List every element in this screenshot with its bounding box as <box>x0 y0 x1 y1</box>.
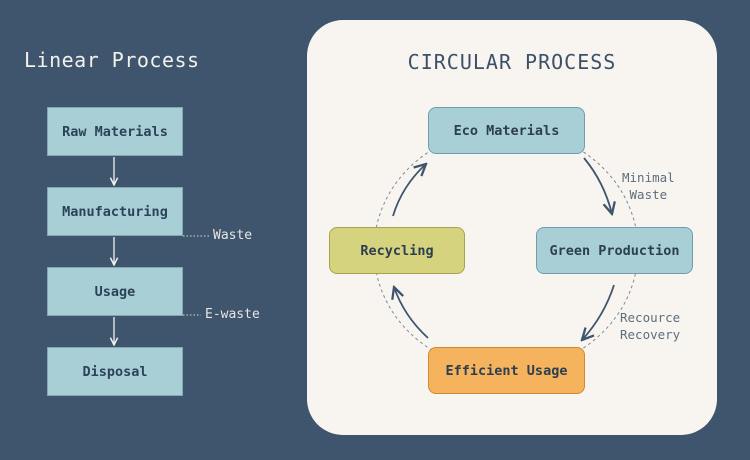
e-waste-label: E-waste <box>205 307 260 322</box>
linear-process-title: Linear Process <box>24 48 200 72</box>
node-recycling: Recycling <box>329 227 465 274</box>
node-green-production: Green Production <box>536 227 693 274</box>
resource-recovery-annotation: Recource Recovery <box>620 309 680 343</box>
step-raw-materials: Raw Materials <box>47 107 183 156</box>
step-disposal: Disposal <box>47 347 183 396</box>
minimal-waste-line-2: Waste <box>629 187 668 202</box>
arrow-green-to-efficient <box>582 284 615 340</box>
arrow-recycling-to-eco <box>392 164 426 217</box>
node-eco-materials: Eco Materials <box>428 107 585 154</box>
arrow-eco-to-green <box>583 157 612 214</box>
waste-label: Waste <box>213 228 253 243</box>
step-usage: Usage <box>47 267 183 316</box>
resource-recovery-line-1: Recource <box>620 310 681 325</box>
arrow-efficient-to-recycling <box>394 287 429 339</box>
minimal-waste-line-1: Minimal <box>622 170 675 185</box>
minimal-waste-annotation: Minimal Waste <box>622 169 675 203</box>
circular-process-title: CIRCULAR PROCESS <box>407 50 617 74</box>
step-manufacturing: Manufacturing <box>47 187 183 236</box>
resource-recovery-line-2: Recovery <box>620 327 681 342</box>
node-efficient-usage: Efficient Usage <box>428 347 585 394</box>
